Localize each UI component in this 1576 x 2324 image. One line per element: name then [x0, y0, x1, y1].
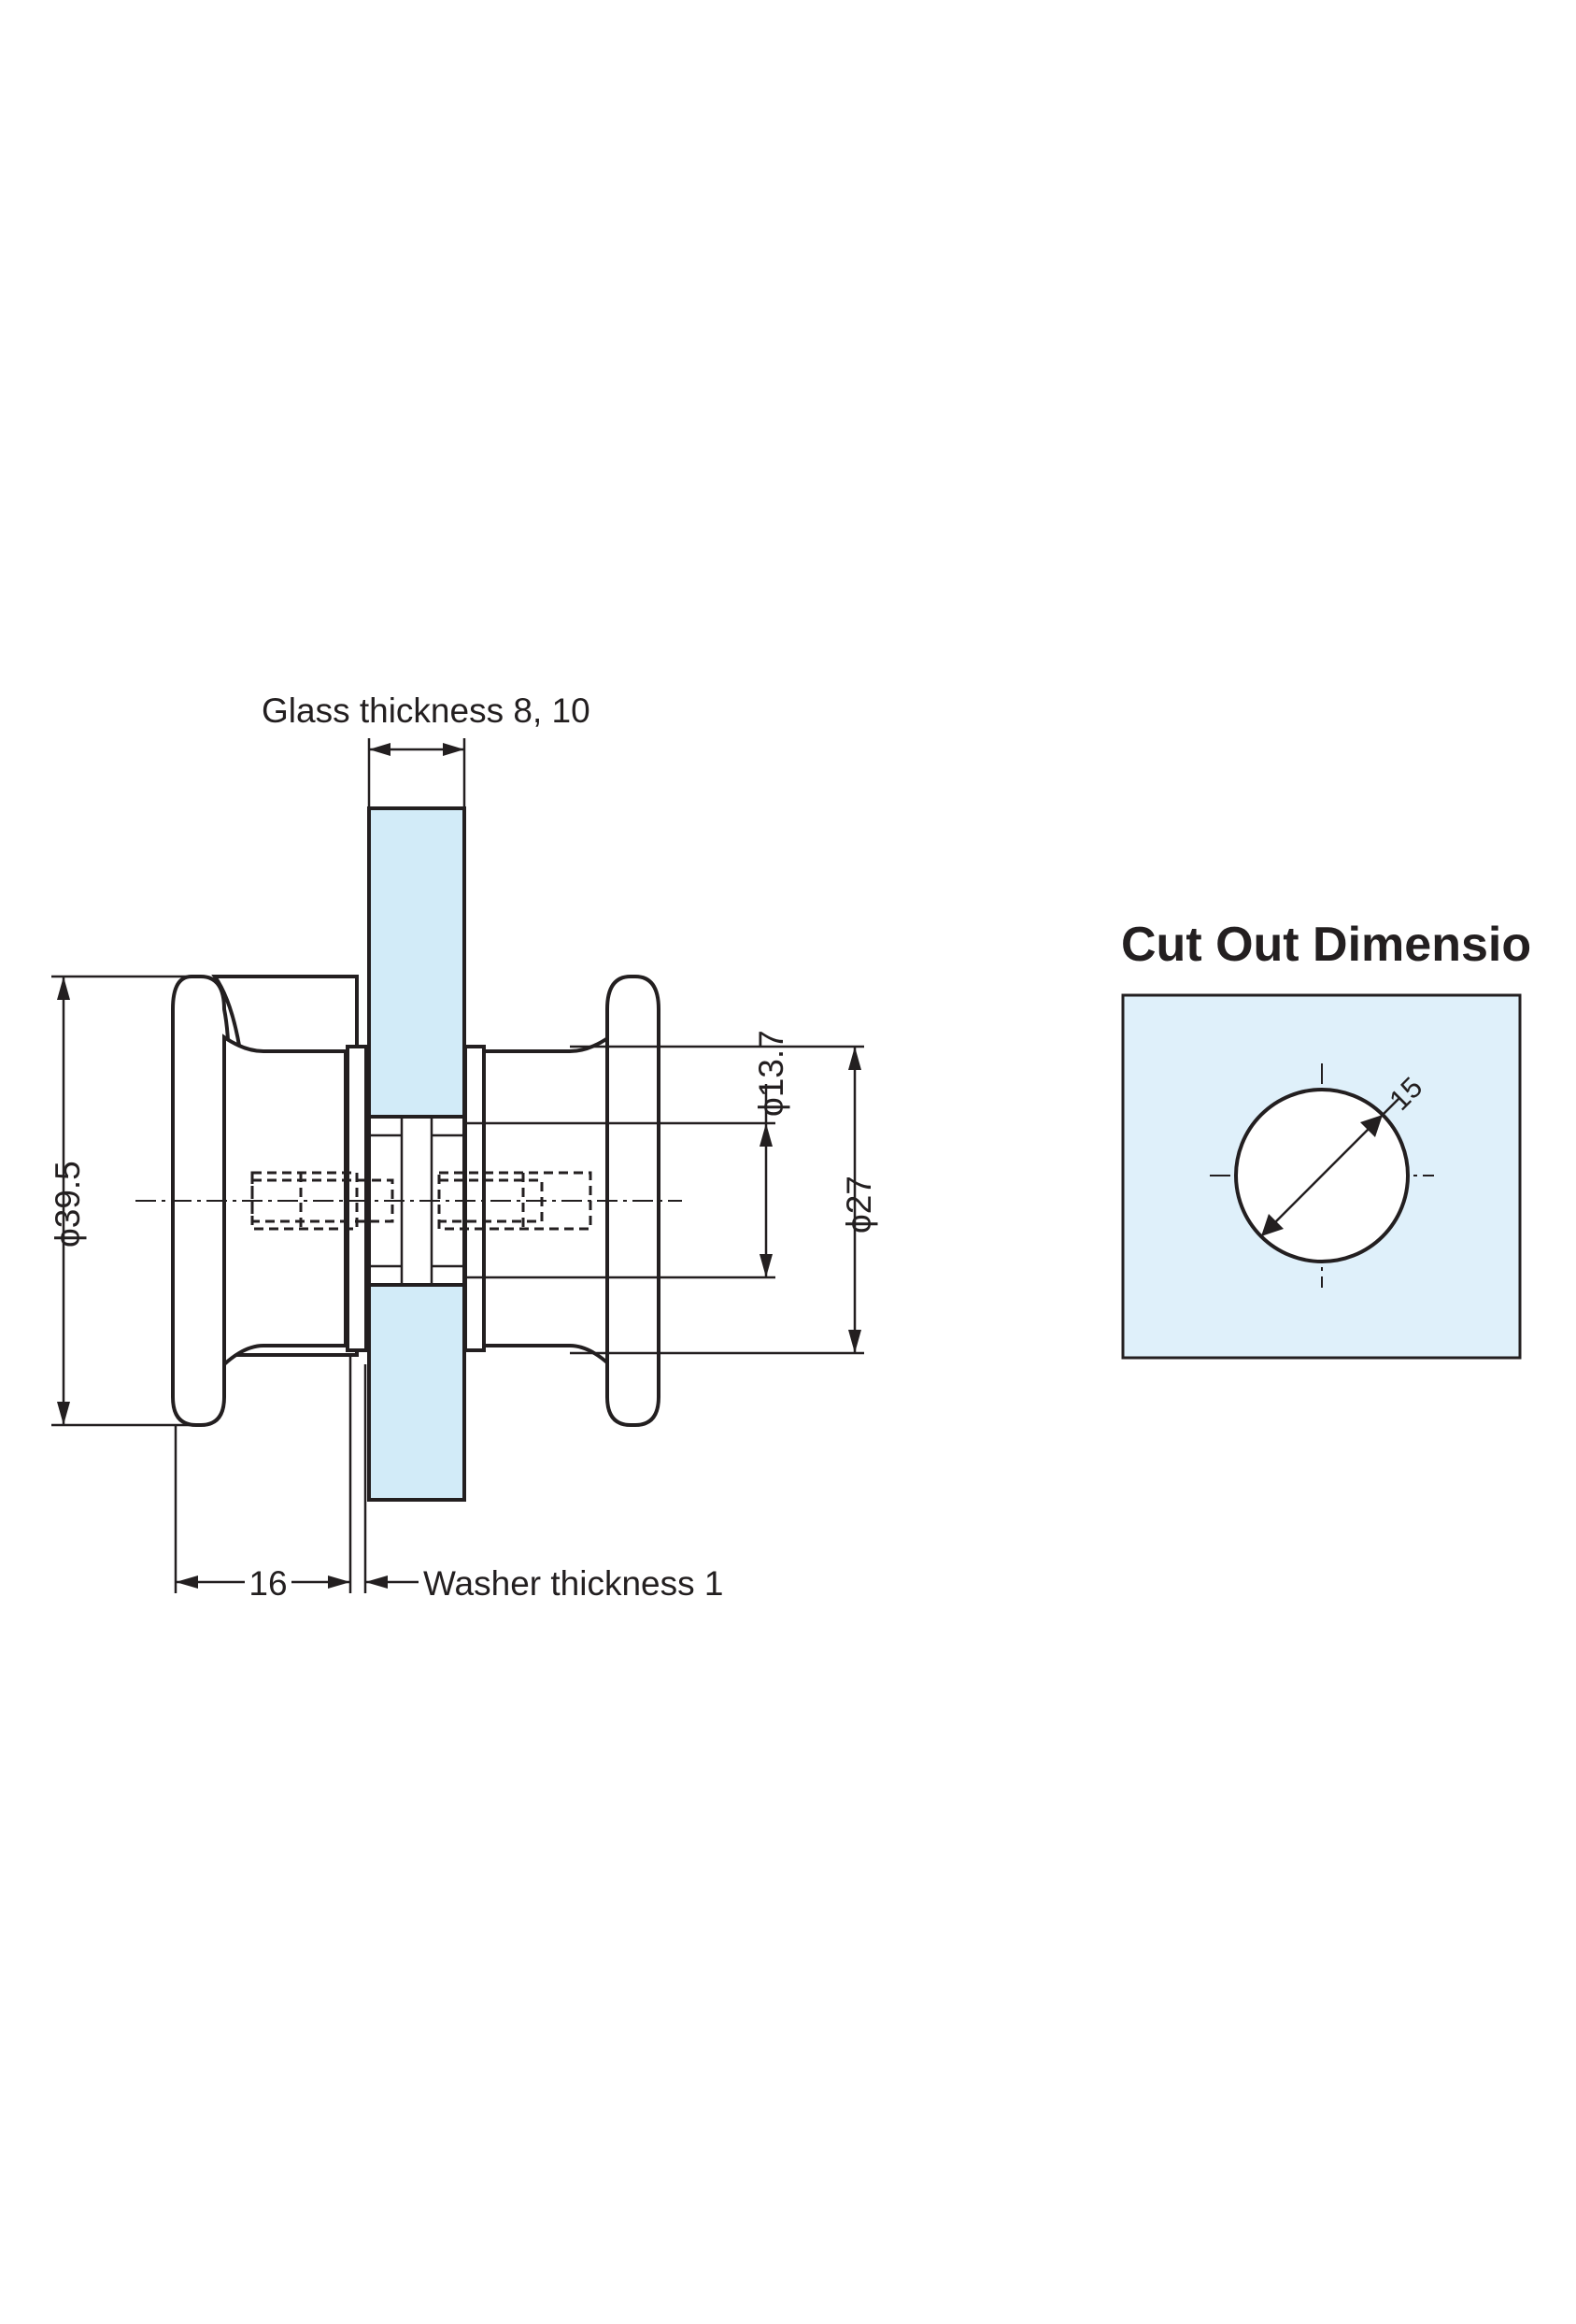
left-washer [346, 1045, 368, 1352]
bore-diameter-dimension: ϕ13.7 [467, 1030, 790, 1279]
right-knob [482, 975, 660, 1427]
length-dimension: 16 Washer thickness 1 [174, 1355, 723, 1603]
outer-diameter-dimension: ϕ39.5 [49, 975, 192, 1427]
base-diameter-label: ϕ27 [840, 1176, 878, 1233]
cutout-title: Cut Out Dimensio [1121, 918, 1531, 972]
bore-diameter-label: ϕ13.7 [752, 1030, 790, 1117]
side-view: Glass thickness 8, 10 ϕ39.5 ϕ27 [49, 691, 878, 1603]
stud-core [367, 1115, 466, 1287]
glass-thickness-label: Glass thickness 8, 10 [262, 691, 590, 730]
base-diameter-dimension: ϕ27 [570, 1045, 878, 1355]
cutout-view: Cut Out Dimensio 15 [1121, 918, 1531, 1360]
knob-length-label: 16 [248, 1564, 287, 1603]
glass-panel-upper [367, 806, 466, 1119]
glass-thickness-dimension: Glass thickness 8, 10 [262, 691, 590, 808]
glass-panel-lower [367, 1283, 466, 1502]
right-washer [463, 1045, 486, 1352]
outer-diameter-label: ϕ39.5 [49, 1161, 87, 1248]
washer-thickness-label: Washer thickness 1 [423, 1564, 723, 1603]
